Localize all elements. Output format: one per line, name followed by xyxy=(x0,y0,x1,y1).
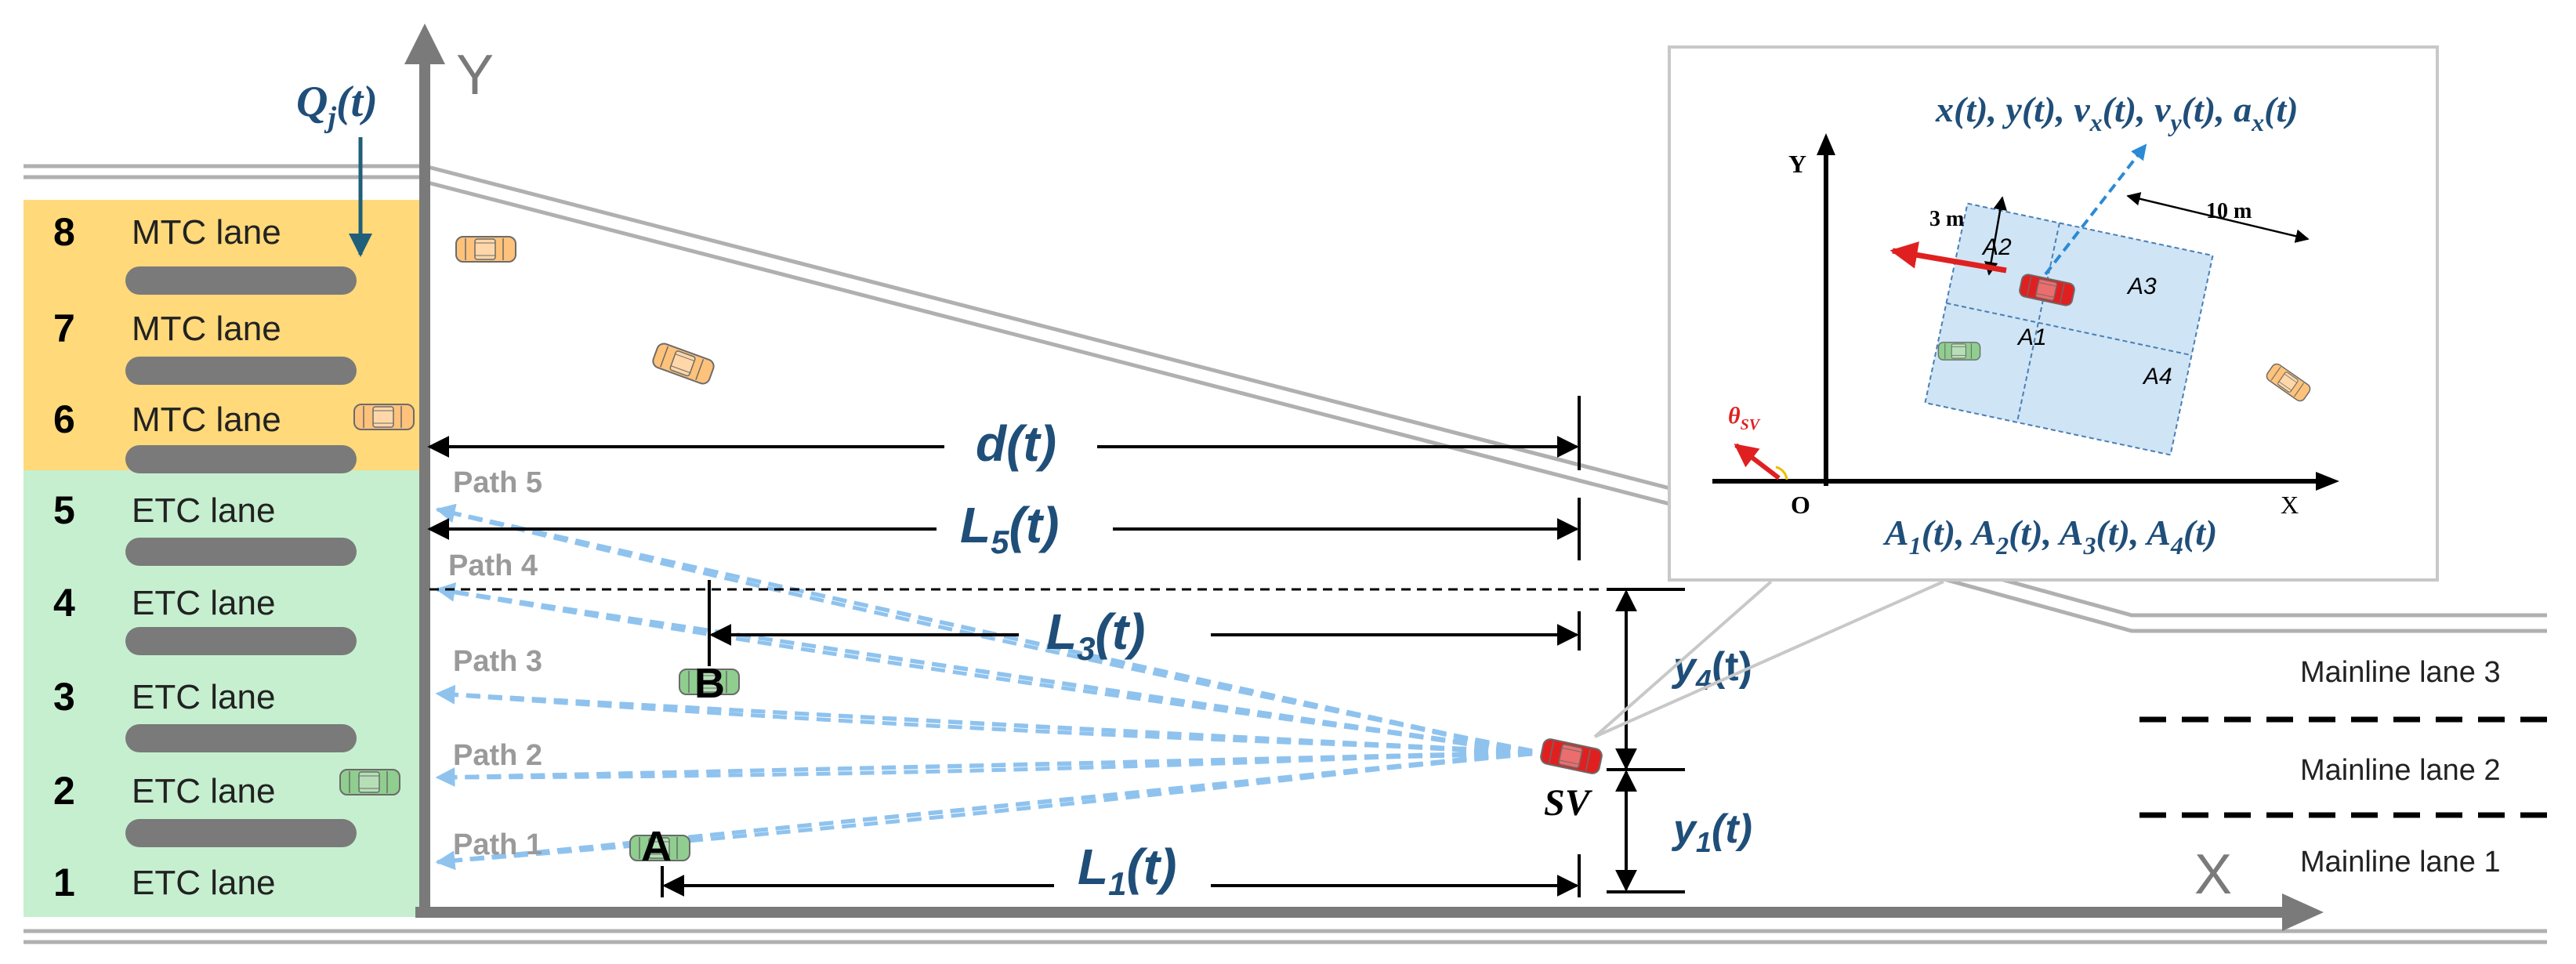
queue-label: Qj(t) xyxy=(296,78,378,257)
length-dimension-label: 10 m xyxy=(2206,199,2252,223)
path-4-curve xyxy=(437,587,1533,756)
subject-vehicle-label: SV xyxy=(1544,782,1593,824)
mainline-lane-2-label: Mainline lane 2 xyxy=(2300,754,2501,787)
lane-label-3: ETC lane xyxy=(132,678,275,716)
zone-a2-label: A2 xyxy=(1981,234,2012,260)
distance-dimensions xyxy=(427,396,1685,897)
lane-number-4: 4 xyxy=(53,581,75,625)
green-car-etc2 xyxy=(339,769,400,795)
distance-labels: d(t) L5(t) L3(t) L1(t) y4(t) y1(t) xyxy=(960,415,1752,902)
inset-heading-arrow xyxy=(1889,241,2007,274)
lane-number-5: 5 xyxy=(53,488,75,532)
orange-car-mtc6 xyxy=(353,404,415,430)
mainline-lane-markings xyxy=(2139,716,2547,818)
lane-number-8: 8 xyxy=(53,210,75,254)
path-3-label: Path 3 xyxy=(453,645,542,678)
lane-label-8: MTC lane xyxy=(132,213,281,252)
l1-label: L1(t) xyxy=(1078,839,1176,902)
inset-dimensions xyxy=(1984,192,2310,276)
main-axes xyxy=(404,24,2324,931)
inset-state-label: x(t), y(t), vx(t), vy(t), ax(t) xyxy=(1935,89,2299,136)
lane-number-7: 7 xyxy=(53,306,75,350)
orange-car-mtc7 xyxy=(650,340,717,387)
zone-a3-label: A3 xyxy=(2126,274,2157,299)
lane-number-3: 3 xyxy=(53,675,75,719)
path-1-curve xyxy=(437,752,1533,864)
toll-islands xyxy=(125,266,357,847)
candidate-paths xyxy=(435,503,1533,871)
theta-heading-arrow xyxy=(1734,443,1781,480)
lane-label-5: ETC lane xyxy=(132,491,275,530)
inset-area-label: A1(t), A2(t), A3(t), A4(t) xyxy=(1882,513,2217,560)
mainline-lane-1-label: Mainline lane 1 xyxy=(2300,846,2501,879)
inset-y-axis-label: Y xyxy=(1788,150,1806,178)
zone-a4-label: A4 xyxy=(2142,364,2172,390)
mainline-lane-3-label: Mainline lane 3 xyxy=(2300,656,2501,689)
path-5-curve xyxy=(437,507,1533,756)
lane-number-1: 1 xyxy=(53,861,75,904)
lane-number-6: 6 xyxy=(53,397,75,441)
y4-label: y4(t) xyxy=(1671,644,1752,696)
svg-text:Qj(t): Qj(t) xyxy=(296,78,378,134)
inset-origin-label: O xyxy=(1791,491,1810,519)
inset-callout-lines xyxy=(1593,580,1944,738)
path-3-curve xyxy=(437,691,1533,756)
lane-label-4: ETC lane xyxy=(132,584,275,622)
path-4-label: Path 4 xyxy=(448,549,538,582)
lane-label-6: MTC lane xyxy=(132,400,281,439)
path-labels: Path 5 Path 4 Path 3 Path 2 Path 1 xyxy=(448,466,542,861)
path-2-curve xyxy=(437,752,1533,780)
path-5-label: Path 5 xyxy=(453,466,542,499)
inset-green-car xyxy=(1937,342,1981,361)
theta-angle-arc xyxy=(1775,466,1788,480)
path-2-label: Path 2 xyxy=(453,739,542,772)
width-dimension-label: 3 m xyxy=(1929,207,1964,231)
y1-label: y1(t) xyxy=(1671,806,1752,858)
lane-label-2: ETC lane xyxy=(132,772,275,810)
zone-a1-label: A1 xyxy=(2016,324,2047,350)
lane-label-7: MTC lane xyxy=(132,310,281,348)
vehicle-b-label: B xyxy=(694,660,725,707)
lane-number-2: 2 xyxy=(53,769,75,813)
inset-velocity-arrow xyxy=(2044,143,2147,276)
main-x-axis-label: X xyxy=(2194,843,2232,906)
main-y-axis-label: Y xyxy=(456,44,494,107)
path-1-label: Path 1 xyxy=(453,828,542,861)
l3-label: L3(t) xyxy=(1046,603,1145,667)
mainline-labels: Mainline lane 3 Mainline lane 2 Mainline… xyxy=(2300,656,2501,879)
vehicle-a-label: A xyxy=(641,823,672,870)
theta-label: θSV xyxy=(1728,403,1761,433)
inset-x-axis-label: X xyxy=(2281,491,2299,519)
lane-label-1: ETC lane xyxy=(132,864,275,902)
subject-vehicle-car xyxy=(1538,737,1604,776)
inset-panel: x(t), y(t), vx(t), vy(t), ax(t) A1(t), A… xyxy=(1668,45,2439,582)
d-label: d(t) xyxy=(976,415,1056,472)
orange-car-mtc8 xyxy=(455,236,516,263)
l5-label: L5(t) xyxy=(960,497,1059,560)
